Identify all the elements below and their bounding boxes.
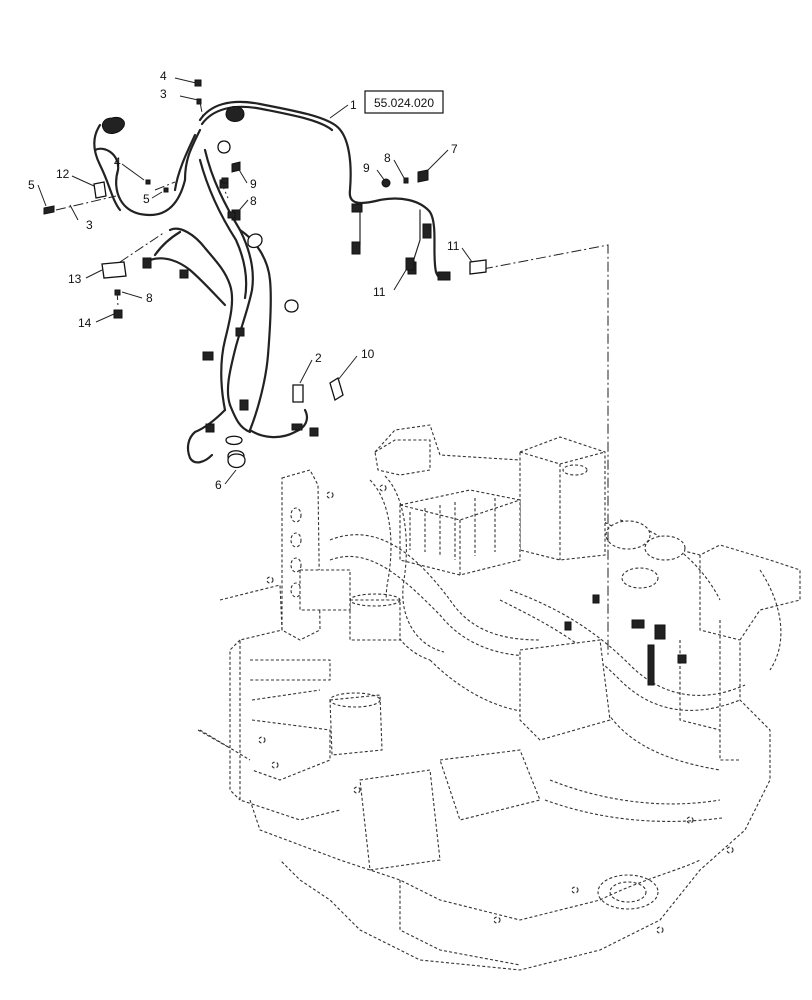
callout-8-right: 8: [384, 151, 391, 165]
callout-8-mid: 8: [250, 194, 257, 208]
callout-3-top: 3: [160, 87, 167, 101]
callout-6: 6: [215, 478, 222, 492]
loose-parts: [43, 79, 487, 469]
machine-connector: [564, 594, 687, 686]
callout-11-top: 11: [447, 239, 460, 253]
callout-9-right: 9: [363, 161, 370, 175]
callout-5-left: 5: [28, 178, 35, 192]
callout-5-mid: 5: [143, 192, 150, 206]
reference-line: [482, 244, 609, 655]
wire-harness: [93, 100, 451, 465]
callout-14: 14: [78, 316, 92, 330]
callout-10: 10: [361, 347, 375, 361]
callout-11-bottom: 11: [373, 285, 386, 299]
machine-frame: [197, 424, 801, 971]
reference-box: 55.024.020: [364, 90, 444, 114]
callout-8-low: 8: [146, 291, 153, 305]
callout-9-mid: 9: [250, 177, 257, 191]
callout-7: 7: [451, 142, 458, 156]
callout-13: 13: [68, 272, 82, 286]
leader-lines: [37, 77, 473, 485]
callout-4-top: 4: [160, 69, 167, 83]
callout-1: 1: [350, 98, 357, 112]
callouts: 1 2 3 3 4 4 5 5 6 7 8 8 8 9 9 10 11 11 1…: [28, 69, 460, 492]
callout-4-left: 4: [114, 155, 121, 169]
callout-12: 12: [56, 167, 70, 181]
callout-3-left: 3: [86, 218, 93, 232]
reference-label: 55.024.020: [374, 96, 434, 110]
callout-2: 2: [315, 351, 322, 365]
